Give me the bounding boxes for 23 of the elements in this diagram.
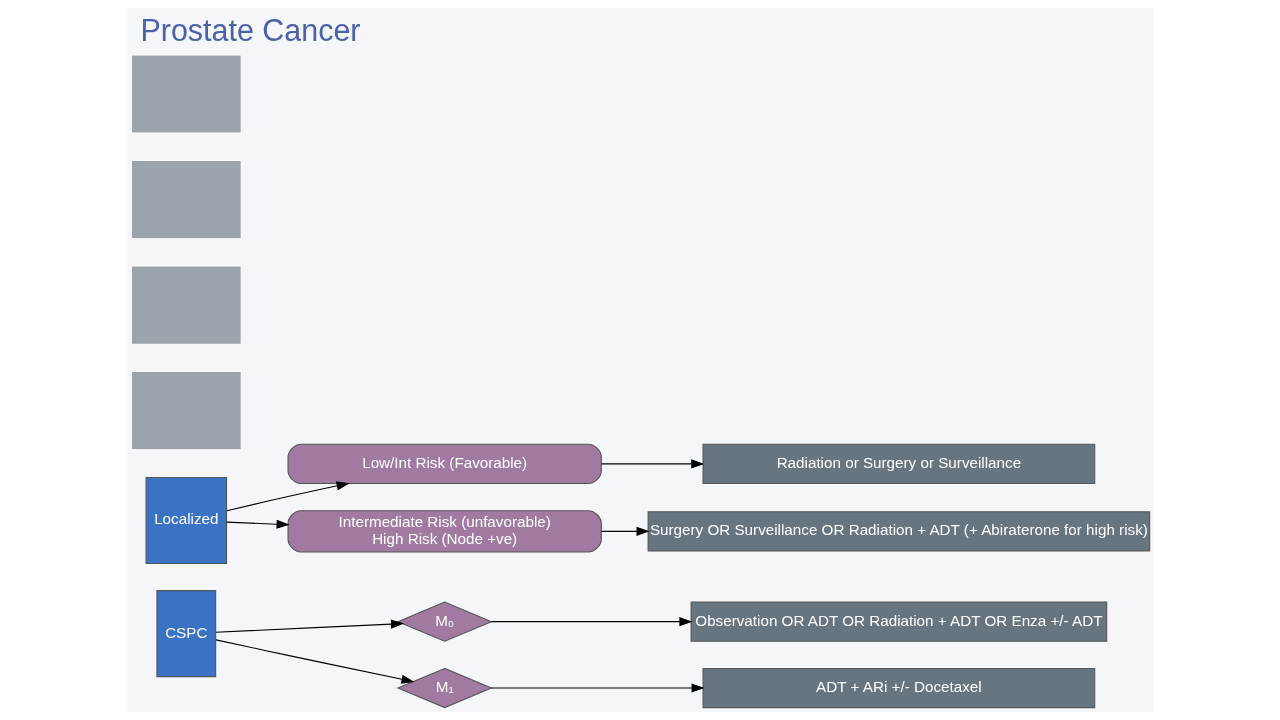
arrow (490, 617, 692, 627)
arrow (225, 519, 290, 529)
diagram-title: Prostate Cancer (139, 13, 360, 48)
node-box: CSPC (155, 590, 216, 678)
node-box (130, 54, 242, 134)
arrow (600, 526, 650, 536)
arrow (600, 459, 704, 469)
node-box: Radiation or Surgery or Surveillance (702, 443, 1095, 485)
arrow (490, 683, 705, 693)
node-box: Surgery OR Surveillance OR Radiation + ADT (+ Abiraterone for high risk) (647, 511, 1150, 552)
arrow (214, 619, 404, 633)
node-diamond: M₀ (395, 601, 493, 642)
node-box: Localized (145, 476, 227, 564)
node-box (130, 159, 242, 240)
node-box: ADT + ARi +/- Docetaxel (702, 667, 1095, 709)
node-box: Observation OR ADT OR Radiation + ADT OR Enza +/- ADT (690, 601, 1107, 642)
arrow (214, 639, 414, 684)
node-box: Low/Int Risk (Favorable) (286, 443, 602, 485)
node-box: Intermediate Risk (unfavorable) High Risk (Node +ve) (286, 510, 602, 553)
arrow (225, 481, 350, 512)
node-diamond: M₁ (395, 667, 493, 709)
node-box (130, 370, 242, 451)
node-box (130, 265, 242, 345)
